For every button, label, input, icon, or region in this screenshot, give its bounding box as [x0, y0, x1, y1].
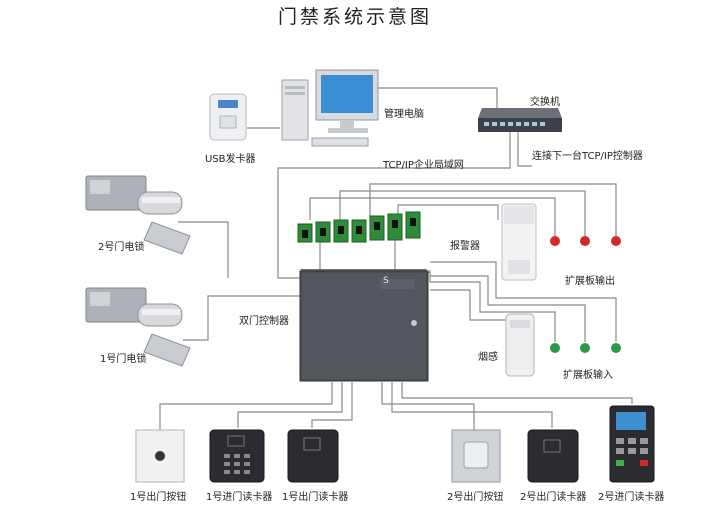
smoke-detector-icon [505, 313, 535, 377]
desktop-computer-icon [281, 69, 379, 147]
wire-btn1 [159, 382, 333, 430]
card-reader-icon [609, 405, 655, 483]
lock1-label: 1号门电锁 [100, 354, 147, 365]
wire-pc-switch [362, 87, 498, 110]
input-led-icon [550, 343, 560, 353]
usb-card-issuer-label: USB发卡器 [205, 154, 256, 165]
wire-smoke [430, 289, 508, 321]
dual-controller-label: 双门控制器 [239, 316, 289, 327]
card-issuer-icon [209, 93, 247, 141]
wire-out-1 [309, 197, 556, 236]
lock2-label: 2号门电锁 [98, 242, 145, 253]
diagram-title: 门禁系统示意图 [277, 6, 432, 28]
out-reader2-label: 2号出门读卡器 [520, 492, 587, 503]
wire-in-2 [430, 275, 586, 342]
exit-button-icon [451, 429, 501, 483]
lan-label: TCP/IP企业局域网 [383, 160, 464, 171]
wire-reader-in1 [237, 382, 343, 428]
card-reader-icon [287, 429, 339, 483]
ext-output-label: 扩展板输出 [565, 276, 615, 287]
exit-button-icon [135, 429, 185, 483]
switch-label: 交换机 [530, 97, 560, 108]
output-led-icon [550, 236, 560, 246]
controller-brand-logo: S [383, 276, 389, 286]
wire-reader-out2 [391, 382, 553, 428]
wire-in-3 [430, 261, 617, 342]
wire-out-3 [369, 183, 617, 236]
electric-lock-icon [85, 175, 191, 255]
wire-alarm [397, 204, 499, 220]
wire-btn2 [381, 382, 475, 430]
input-led-icon [611, 343, 621, 353]
ext-input-label: 扩展板输入 [563, 370, 613, 381]
alarm-siren-icon [501, 203, 537, 281]
wire-lock2 [178, 221, 229, 278]
controller-cabinet-icon [299, 269, 430, 382]
wire-reader-in2 [401, 382, 633, 404]
card-reader-icon [527, 429, 579, 483]
wire-lan [277, 132, 511, 279]
network-switch-icon [478, 108, 562, 132]
next-controller-label: 连接下一台TCP/IP控制器 [532, 151, 643, 162]
wire-reader-out1 [311, 382, 353, 428]
output-indicators [550, 236, 621, 246]
input-indicators [550, 343, 621, 353]
wire-switch-next [517, 130, 532, 167]
output-led-icon [611, 236, 621, 246]
electric-lock-icon [85, 287, 191, 367]
in-reader2-label: 2号进门读卡器 [598, 492, 665, 503]
wire-out-2 [339, 190, 586, 236]
alarm-label: 报警器 [450, 241, 480, 252]
card-reader-icon [209, 429, 265, 483]
in-reader1-label: 1号进门读卡器 [206, 492, 273, 503]
exit-button2-label: 2号出门按钮 [447, 492, 504, 503]
out-reader1-label: 1号出门读卡器 [282, 492, 349, 503]
wire-lock1 [183, 295, 300, 341]
relay-board-icon [297, 211, 421, 243]
smoke-label: 烟感 [478, 352, 498, 363]
management-pc-label: 管理电脑 [384, 109, 424, 120]
input-led-icon [580, 343, 590, 353]
output-led-icon [580, 236, 590, 246]
wire-in-1 [429, 270, 556, 342]
exit-button1-label: 1号出门按钮 [130, 492, 187, 503]
